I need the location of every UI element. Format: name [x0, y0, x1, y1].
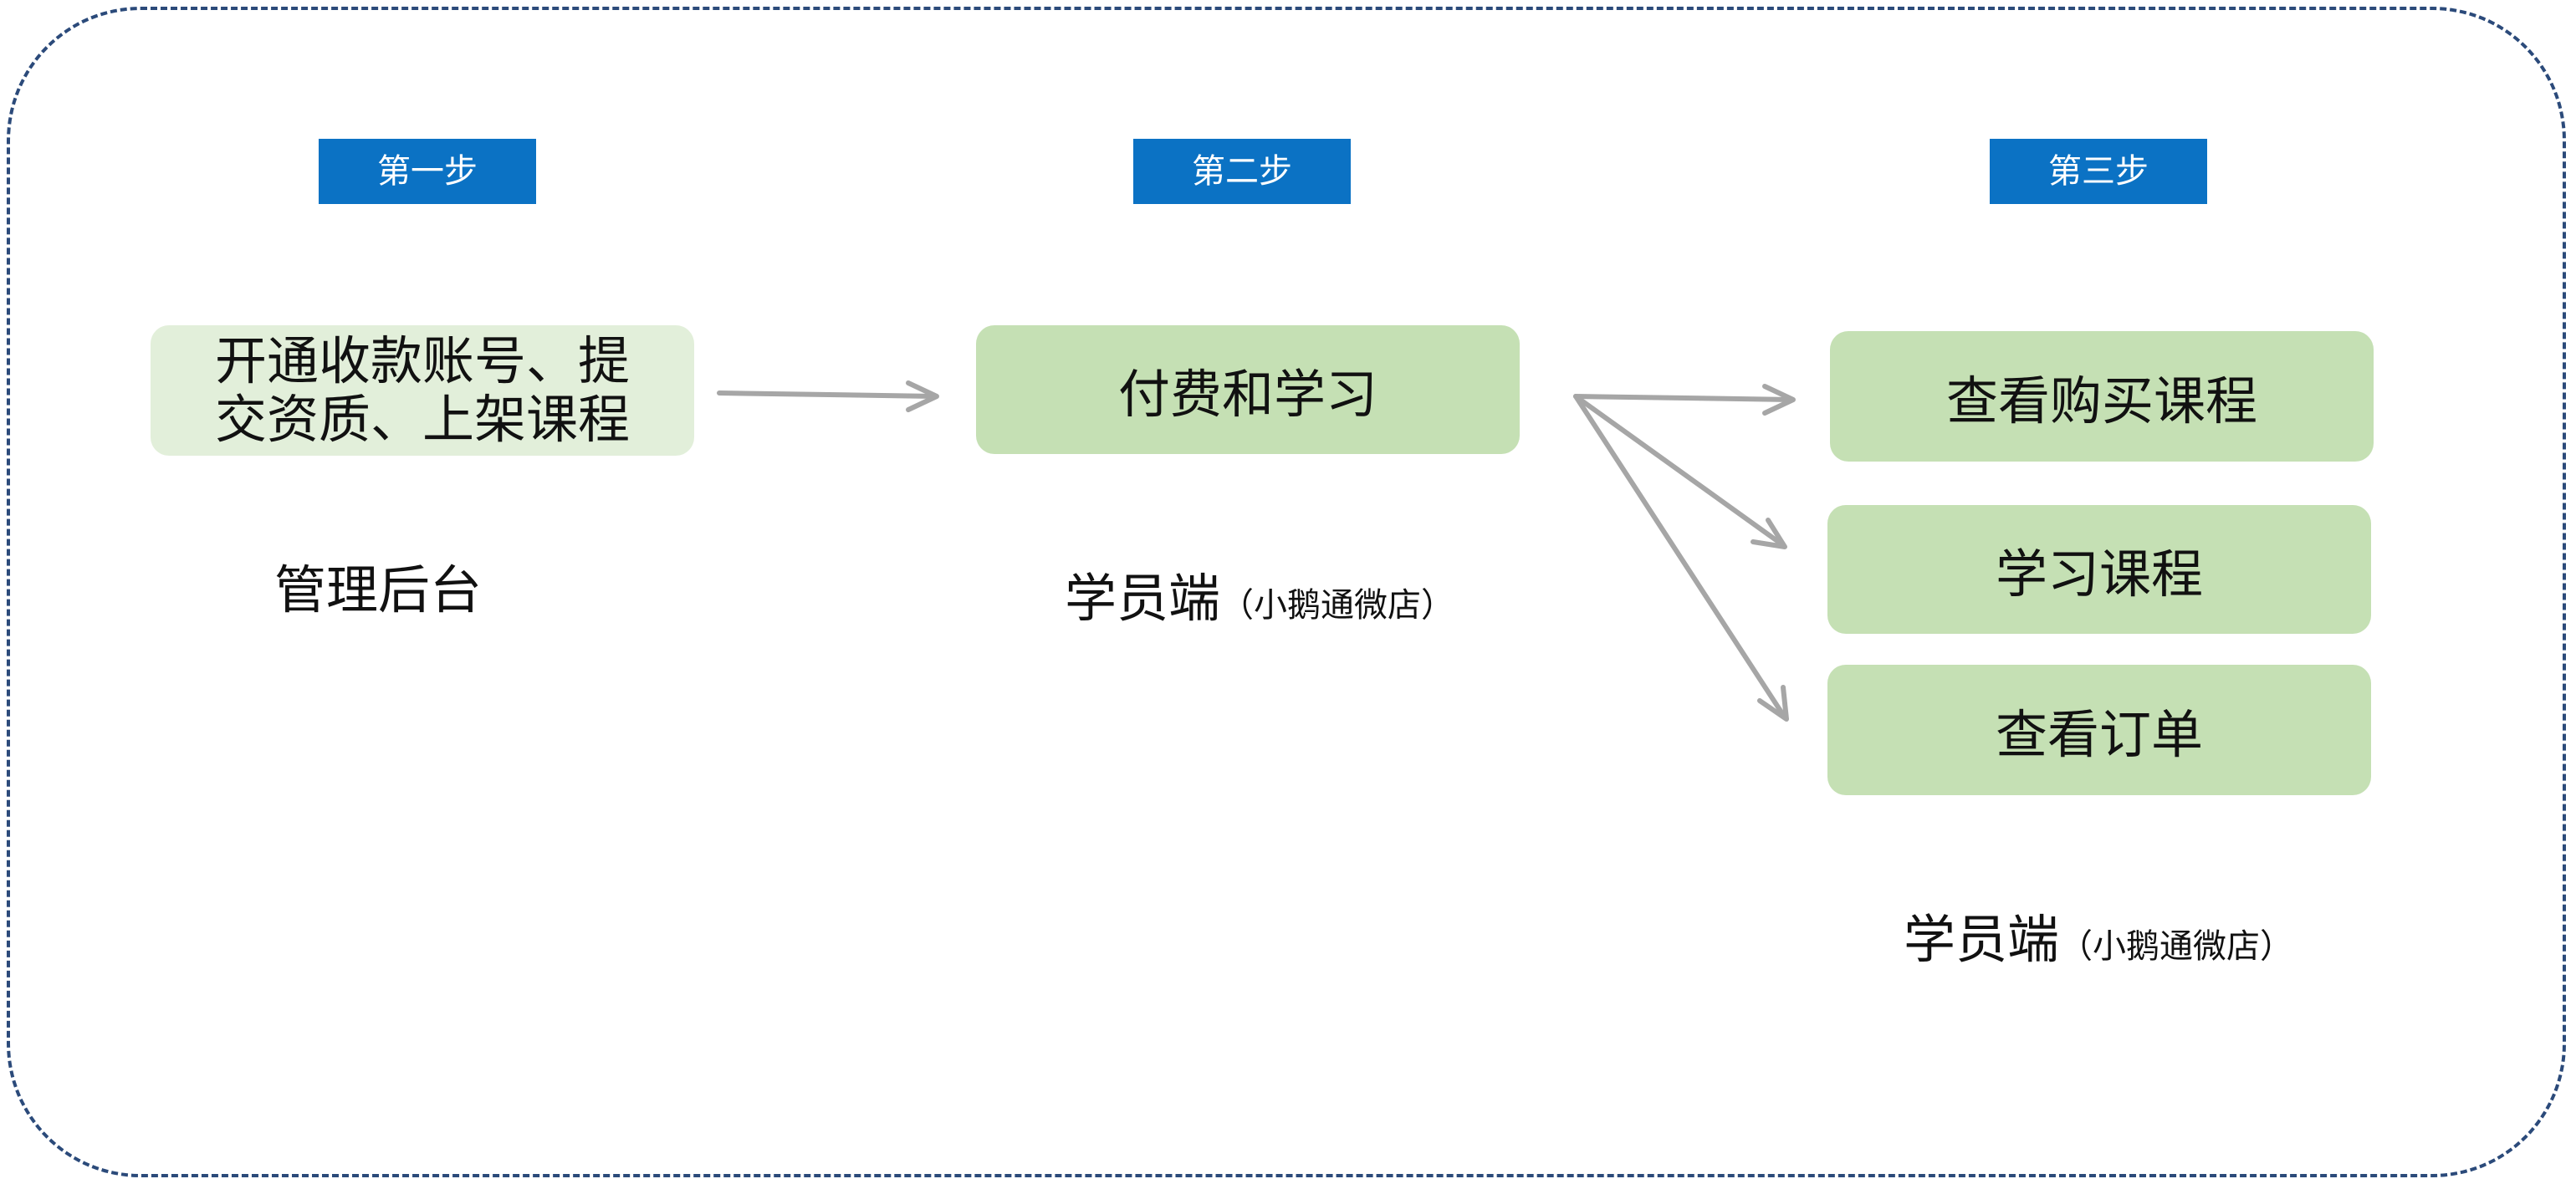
step-one-tag: 第一步: [319, 139, 536, 204]
step-three-tag: 第三步: [1990, 139, 2207, 204]
caption-admin: 管理后台: [274, 559, 483, 620]
caption-student-3-sub: （小鹅通微店）: [2059, 927, 2294, 966]
node-learn-course: 学习课程: [1827, 505, 2371, 634]
caption-student-3: 学员端（小鹅通微店）: [1904, 897, 2293, 972]
node-view-purchased: 查看购买课程: [1830, 331, 2374, 462]
caption-student-2-sub: （小鹅通微店）: [1220, 586, 1455, 625]
node-view-orders: 查看订单: [1827, 665, 2371, 795]
dashed-frame: [7, 7, 2566, 1177]
step-two-tag: 第二步: [1133, 139, 1351, 204]
caption-student-2: 学员端（小鹅通微店）: [1065, 556, 1454, 631]
node-setup-line-2: 交资质、上架课程: [214, 389, 630, 450]
node-setup-line-1: 开通收款账号、提: [214, 330, 630, 391]
caption-student-3-main: 学员端: [1904, 909, 2060, 970]
caption-student-2-main: 学员端: [1065, 568, 1221, 629]
node-setup: 开通收款账号、提 交资质、上架课程: [151, 325, 694, 456]
node-pay-learn: 付费和学习: [976, 325, 1520, 454]
